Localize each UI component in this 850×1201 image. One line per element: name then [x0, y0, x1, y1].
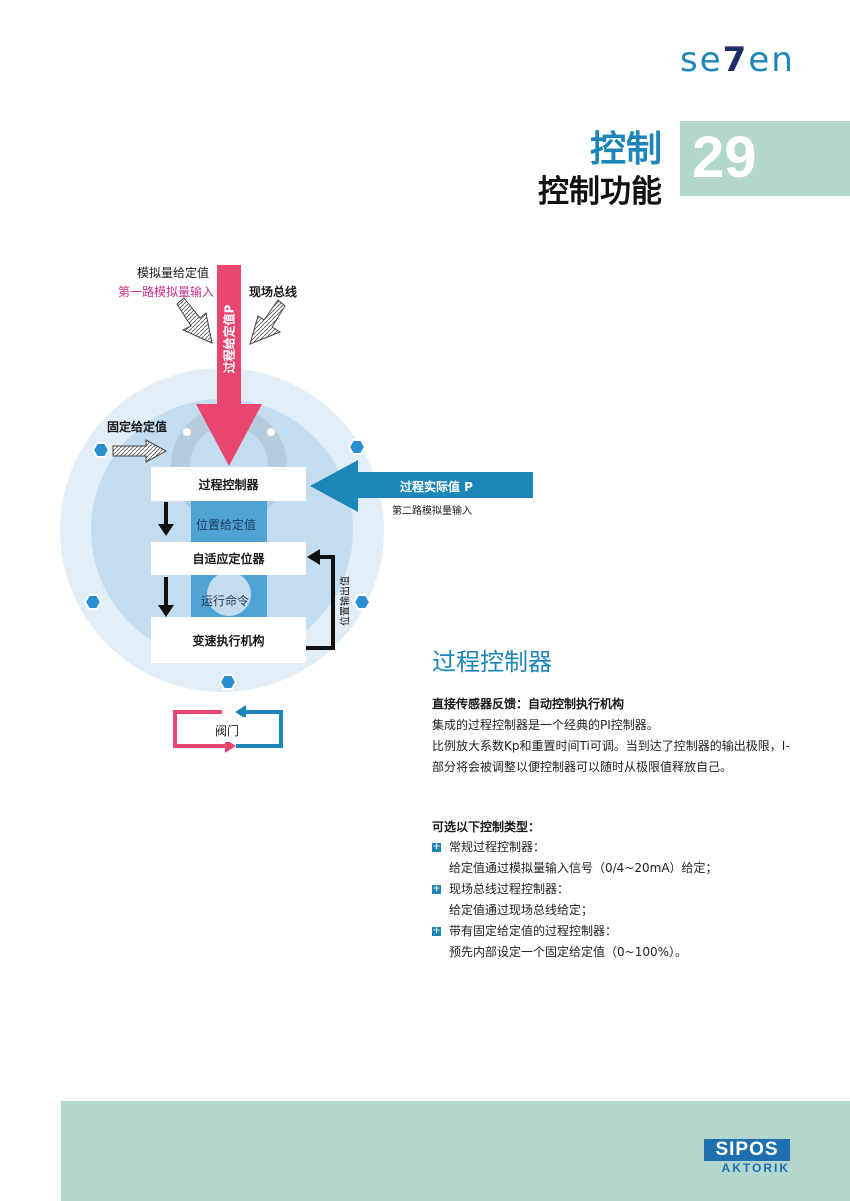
label-first-analog-input: 第一路模拟量输入 — [118, 285, 215, 299]
plus-bullet-icon: + — [432, 842, 441, 852]
label-process-setpoint: 过程给定值P — [222, 304, 237, 374]
bolt-icon — [83, 594, 103, 610]
fixed-setpoint-arrow — [112, 439, 168, 463]
vfd-actuator-box: 变速执行机构 — [151, 617, 306, 663]
label-valve: 阀门 — [215, 724, 240, 738]
bolt-icon — [218, 674, 238, 690]
bolt-icon — [352, 594, 372, 610]
sipos-logo: SIPOS — [704, 1139, 790, 1161]
label-position-setpoint: 位置给定值 — [196, 518, 257, 532]
plus-bullet-icon: + — [432, 926, 441, 936]
process-actual-arrow — [310, 460, 533, 512]
list-item: + 现场总线过程控制器： 给定值通过现场总线给定； — [432, 882, 594, 917]
process-setpoint-arrow — [196, 265, 262, 466]
label-fieldbus: 现场总线 — [249, 285, 298, 299]
label-process-actual: 过程实际值 P — [400, 480, 473, 494]
page-number-box — [680, 121, 850, 196]
section-subtitle: 直接传感器反馈：自动控制执行机构 — [432, 697, 625, 711]
bolt-icon — [347, 439, 367, 455]
label-position-output: 位置输出值 — [340, 576, 352, 626]
page-subtitle: 控制功能 — [538, 174, 662, 210]
valve-loop-blue — [236, 710, 283, 748]
adaptive-positioner-box: 自适应定位器 — [151, 542, 306, 575]
process-controller-box: 过程控制器 — [151, 467, 306, 501]
list-item: + 带有固定给定值的过程控制器： 预先内部设定一个固定给定值（0~100%）。 — [432, 924, 687, 959]
aktorik-logo-text: AKTORIK — [721, 1161, 790, 1175]
paragraph-detail: 比例放大系数Kp和重置时间Ti可调。当到达了控制器的输出极限，I-部分将会被调整… — [432, 739, 790, 774]
plus-bullet-icon: + — [432, 884, 441, 894]
analog-input-arrow — [176, 297, 213, 344]
fieldbus-arrow — [249, 299, 286, 345]
brand-logo: se7en — [680, 40, 795, 80]
list-item: + 常规过程控制器： 给定值通过模拟量输入信号（0/4~20mA）给定； — [432, 840, 718, 875]
label-analog-setpoint: 模拟量给定值 — [137, 266, 210, 280]
page-number: 29 — [692, 125, 757, 190]
section-title: 过程控制器 — [432, 648, 552, 676]
bolt-icon — [91, 442, 111, 458]
page-title: 控制 — [589, 129, 662, 170]
label-run-command: 运行命令 — [201, 594, 250, 608]
position-feedback-arrow — [303, 555, 335, 650]
control-types-heading: 可选以下控制类型： — [432, 820, 541, 834]
paragraph-intro: 集成的过程控制器是一个经典的PI控制器。 — [432, 718, 659, 732]
label-fixed-setpoint: 固定给定值 — [107, 420, 168, 434]
label-second-analog-input: 第二路模拟量输入 — [392, 506, 472, 517]
valve-loop-pink — [173, 710, 225, 748]
